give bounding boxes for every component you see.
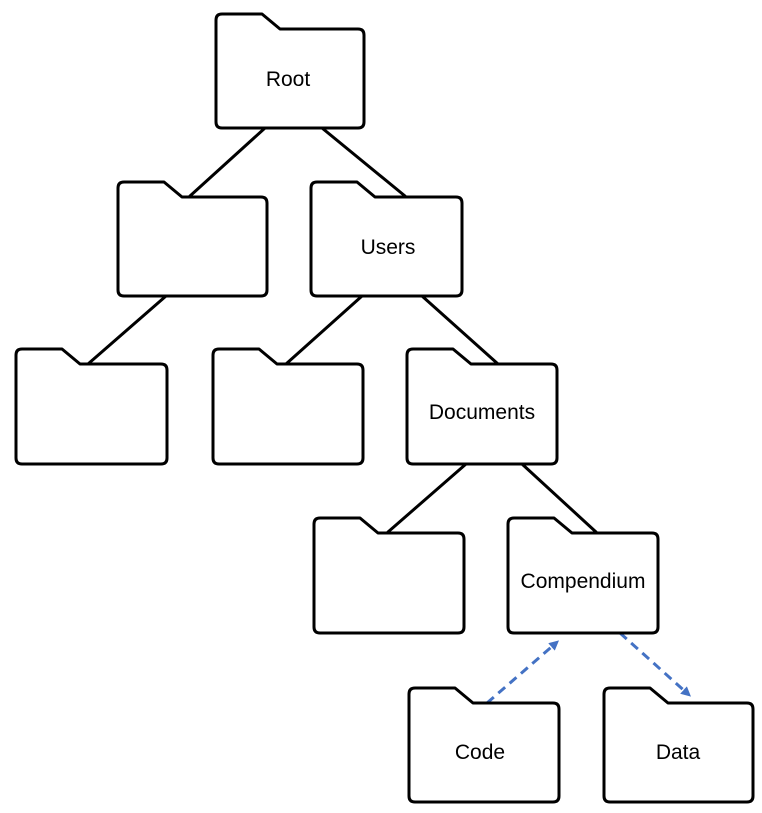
- folder-icon: [14, 347, 169, 466]
- folder-label-data: Data: [656, 741, 701, 764]
- folder-blank-b[interactable]: [14, 347, 169, 466]
- folder-label-compendium: Compendium: [521, 570, 646, 593]
- folder-icon: [309, 180, 464, 298]
- folder-icon: [211, 347, 365, 466]
- folder-documents[interactable]: Documents: [405, 347, 559, 466]
- folder-icon: [312, 516, 466, 635]
- edge-root-blank-a: [188, 126, 267, 198]
- folder-code[interactable]: Code: [407, 686, 561, 804]
- tree-edges: [86, 126, 598, 534]
- edge-users-blank-c: [284, 294, 364, 366]
- folder-icon: [602, 686, 755, 804]
- edge-blank-a-blank-b: [86, 294, 168, 366]
- folder-label-root: Root: [266, 68, 311, 91]
- folder-blank-d[interactable]: [312, 516, 466, 635]
- folder-icon: [214, 12, 366, 130]
- edge-users-documents: [420, 294, 500, 366]
- arrow-compendium-to-data: [618, 631, 691, 697]
- edge-documents-compendium: [520, 462, 598, 534]
- folder-label-code: Code: [455, 741, 505, 764]
- folder-compendium[interactable]: Compendium: [506, 516, 660, 635]
- folder-blank-c[interactable]: [211, 347, 365, 466]
- folder-icon: [405, 347, 559, 466]
- link-arrows: [486, 631, 691, 705]
- folder-data[interactable]: Data: [602, 686, 755, 804]
- folder-blank-a[interactable]: [116, 180, 269, 298]
- edge-documents-blank-d: [386, 462, 468, 534]
- folder-root[interactable]: Root: [214, 12, 366, 130]
- edge-root-users: [320, 126, 407, 198]
- folder-label-documents: Documents: [429, 401, 535, 424]
- folder-icon: [506, 516, 660, 635]
- folder-icon: [116, 180, 269, 298]
- arrow-code-to-compendium: [486, 640, 560, 705]
- folder-icon: [407, 686, 561, 804]
- folder-label-users: Users: [361, 236, 416, 259]
- folder-users[interactable]: Users: [309, 180, 464, 298]
